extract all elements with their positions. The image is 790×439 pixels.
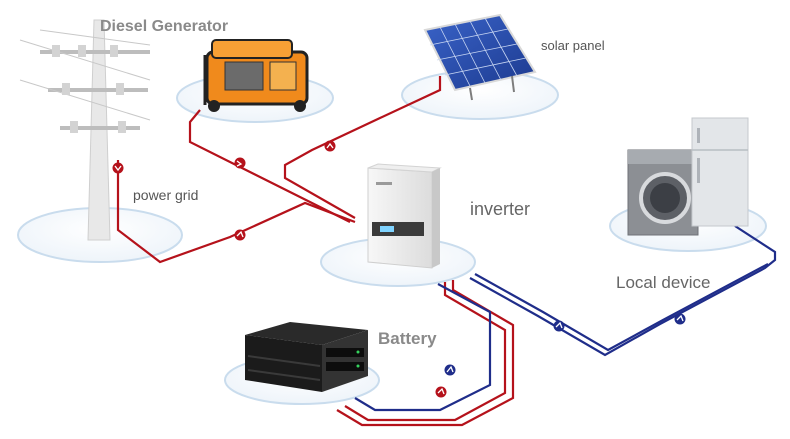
label-diesel-generator: Diesel Generator [100, 18, 229, 35]
line-local-dc [469, 225, 777, 357]
flow-marker-local-2 [674, 313, 686, 325]
flow-marker-grid [112, 162, 124, 174]
generator-icon [203, 39, 309, 112]
flow-marker-solar [324, 140, 336, 152]
ac-lines [116, 76, 515, 427]
label-inverter: inverter [470, 199, 531, 219]
flow-marker-grid-line [234, 229, 246, 241]
line-solar-to-inverter [283, 76, 442, 219]
flow-marker-local-1 [553, 320, 565, 332]
washer-icon [627, 149, 699, 236]
dc-lines [354, 225, 777, 412]
battery-rack-icon [245, 322, 368, 392]
label-battery: Battery [378, 329, 437, 348]
line-generator-to-inverter [188, 109, 351, 223]
solar-panel-icon [423, 13, 537, 101]
line-battery-ac-1 [344, 282, 507, 422]
label-local-device: Local device [616, 273, 711, 292]
label-solar-panel: solar panel [541, 38, 605, 53]
label-power-grid: power grid [133, 187, 199, 203]
flow-marker-battery-dc [444, 364, 456, 376]
flow-markers [112, 140, 686, 398]
flow-marker-battery-ac [435, 386, 447, 398]
fridge-icon [691, 117, 749, 227]
line-battery-dc [354, 283, 492, 412]
power-pole-icon [19, 19, 151, 241]
inverter-icon [367, 163, 442, 269]
line-local-dc-2 [474, 263, 769, 352]
line-battery-ac-2 [336, 280, 515, 427]
line-grid-to-inverter [116, 160, 356, 264]
